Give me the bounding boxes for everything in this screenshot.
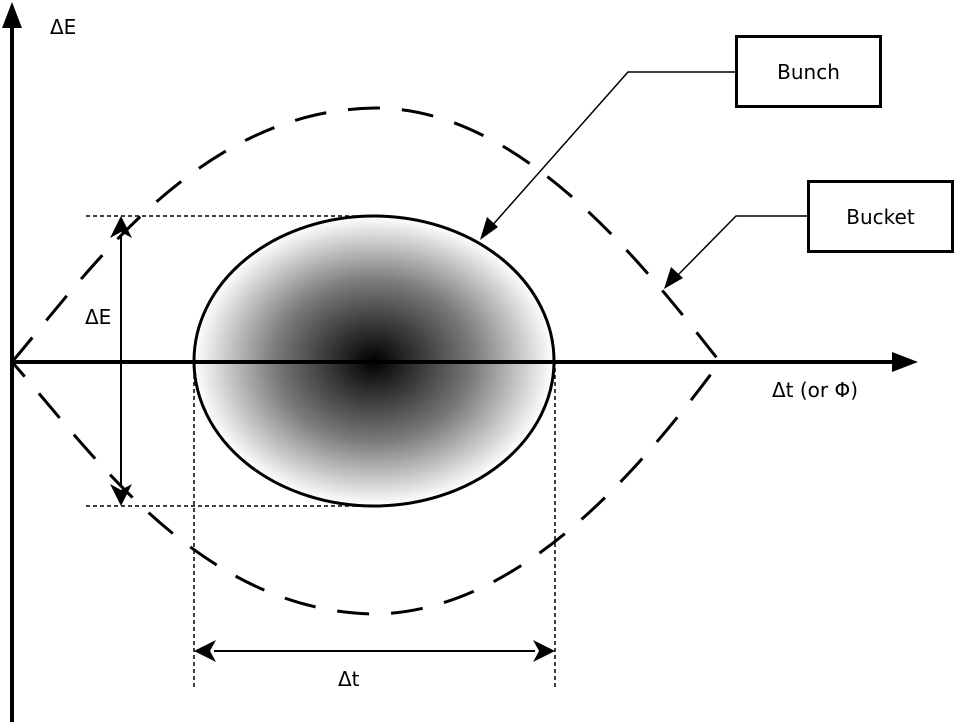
- bunch-leader-arrow-icon: [480, 217, 498, 240]
- time-arrow-right-icon: [533, 640, 555, 662]
- x-axis-label: Δt (or Φ): [772, 378, 859, 402]
- x-axis-arrow-icon: [892, 352, 918, 372]
- bunch-callout-box: Bunch: [735, 35, 882, 108]
- bucket-leader-line: [674, 215, 808, 279]
- bucket-leader-arrow-icon: [664, 267, 683, 289]
- time-spread-label: Δt: [338, 667, 360, 691]
- bucket-callout-label: Bucket: [846, 204, 915, 229]
- time-arrow-left-icon: [194, 640, 216, 662]
- bucket-callout-box: Bucket: [807, 180, 954, 253]
- y-axis-label: ΔE: [50, 15, 77, 39]
- energy-arrow-down-icon: [110, 484, 132, 506]
- bunch-leader-line: [489, 71, 737, 229]
- energy-arrow-up-icon: [110, 216, 132, 238]
- bucket-separatrix: [10, 106, 722, 616]
- bunch-callout-label: Bunch: [777, 59, 840, 84]
- y-axis-arrow-icon: [2, 2, 22, 28]
- energy-spread-label: ΔE: [85, 305, 112, 329]
